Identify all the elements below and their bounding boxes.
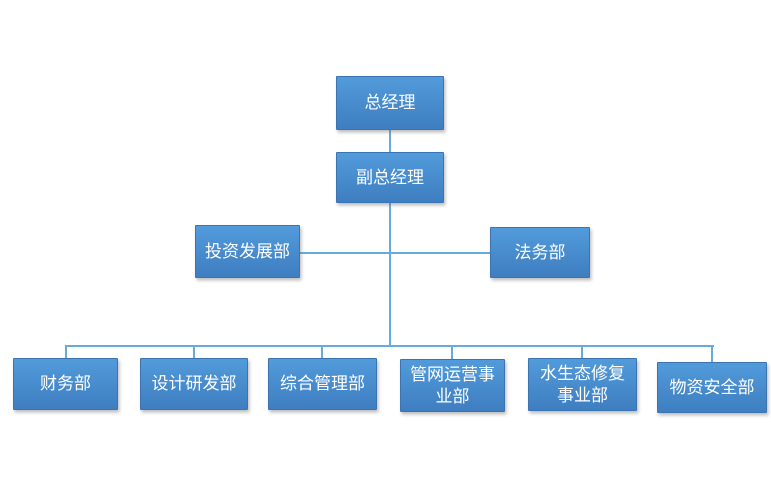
org-node-finance-label: 财务部 <box>40 374 91 394</box>
connector-trunk-vertical <box>389 203 391 347</box>
org-node-general-manager: 总经理 <box>336 76 444 130</box>
connector-gm-to-deputy <box>389 130 391 152</box>
org-node-material-safety: 物资安全部 <box>657 362 767 413</box>
org-node-pipeline-operations: 管网运营事 业部 <box>400 359 505 412</box>
connector-drop-design-rd <box>193 345 195 359</box>
org-node-pipeline-operations-label: 管网运营事 业部 <box>410 365 495 406</box>
connector-bottom-horizontal <box>65 345 714 347</box>
org-node-legal: 法务部 <box>490 227 590 278</box>
org-node-design-rd: 设计研发部 <box>140 358 248 410</box>
org-node-general-management-label: 综合管理部 <box>280 374 365 394</box>
org-node-legal-label: 法务部 <box>514 242 566 262</box>
org-node-material-safety-label: 物资安全部 <box>669 377 755 397</box>
connector-drop-finance <box>65 345 67 359</box>
org-node-investment-development-label: 投资发展部 <box>205 241 290 261</box>
org-node-deputy-general-manager-label: 副总经理 <box>356 167 424 187</box>
connector-drop-pipeline-ops <box>451 345 453 360</box>
org-node-deputy-general-manager: 副总经理 <box>336 152 444 203</box>
connector-drop-material-safety <box>711 345 713 363</box>
org-node-water-ecology-restoration: 水生态修复 事业部 <box>528 358 637 411</box>
connector-drop-water-eco <box>581 345 583 359</box>
org-node-finance: 财务部 <box>13 358 118 410</box>
connector-mid-horizontal <box>300 252 490 254</box>
connector-drop-general-mgmt <box>321 345 323 359</box>
org-node-general-manager-label: 总经理 <box>364 93 416 113</box>
org-node-investment-development: 投资发展部 <box>195 225 300 278</box>
org-node-general-management: 综合管理部 <box>268 358 377 410</box>
org-node-design-rd-label: 设计研发部 <box>151 374 237 394</box>
org-node-water-ecology-restoration-label: 水生态修复 事业部 <box>540 364 625 405</box>
